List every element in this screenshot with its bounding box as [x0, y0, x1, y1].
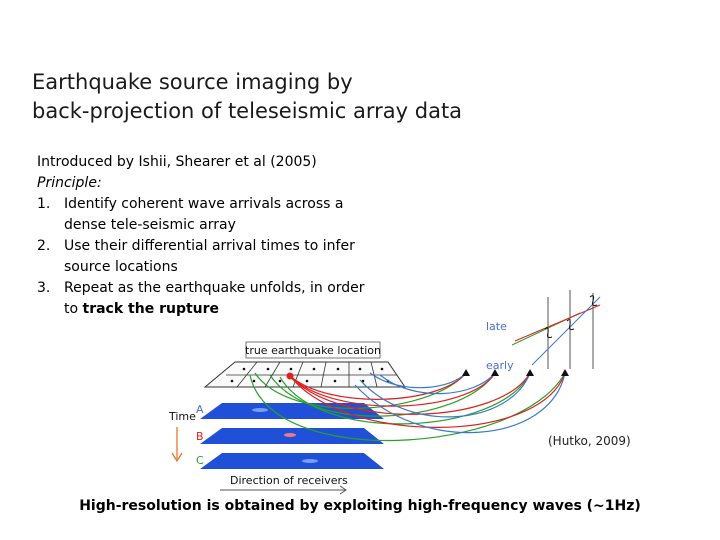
title-line-1: Earthquake source imaging by [32, 70, 353, 94]
slide-body: Introduced by Ishii, Shearer et al (2005… [37, 152, 397, 320]
ray-paths [249, 372, 566, 442]
late-label: late [486, 320, 507, 333]
time-arrow-icon [171, 452, 183, 463]
title-line-2: back-projection of teleseismic array dat… [32, 99, 463, 123]
footer-note: High-resolution is obtained by exploitin… [79, 498, 641, 514]
true-location-label: true earthquake location [245, 344, 381, 357]
list-number: 3. [37, 280, 51, 296]
list-item: 3. Repeat as the earthquake unfolds, in … [37, 278, 397, 320]
list-text: Repeat as the earthquake unfolds, in ord… [64, 280, 365, 296]
time-panels [200, 403, 384, 469]
direction-arrow-icon [339, 485, 347, 495]
list-item: 2. Use their differential arrival times … [37, 236, 397, 278]
receiver-array [462, 369, 569, 376]
panel-label-b: B [196, 430, 204, 443]
intro-text: Introduced by Ishii, Shearer et al (2005… [37, 154, 317, 170]
principle-heading: Principle: [37, 175, 102, 191]
list-text: dense tele-seismic array [64, 217, 236, 233]
list-item: 1. Identify coherent wave arrivals acros… [37, 194, 397, 236]
list-text: source locations [64, 259, 178, 275]
list-text: Use their differential arrival times to … [64, 238, 355, 254]
source-grid [203, 361, 406, 388]
slide-title: Earthquake source imaging by back-projec… [32, 68, 632, 126]
panel-label-a: A [196, 403, 204, 416]
list-number: 1. [37, 196, 51, 212]
early-label: early [486, 359, 514, 372]
seismogram-traces [511, 290, 601, 369]
list-number: 2. [37, 238, 51, 254]
list-text: to track the rupture [64, 299, 365, 320]
time-axis-label: Time [168, 410, 196, 423]
list-text: Identify coherent wave arrivals across a [64, 196, 344, 212]
back-projection-figure: true earthquake location Time A B C Dire… [168, 290, 601, 495]
panel-label-c: C [196, 454, 204, 467]
direction-label: Direction of receivers [230, 474, 348, 487]
list-text-prefix: to [64, 301, 83, 317]
list-text-bold: track the rupture [82, 301, 220, 317]
figure-caption: (Hutko, 2009) [548, 434, 631, 448]
